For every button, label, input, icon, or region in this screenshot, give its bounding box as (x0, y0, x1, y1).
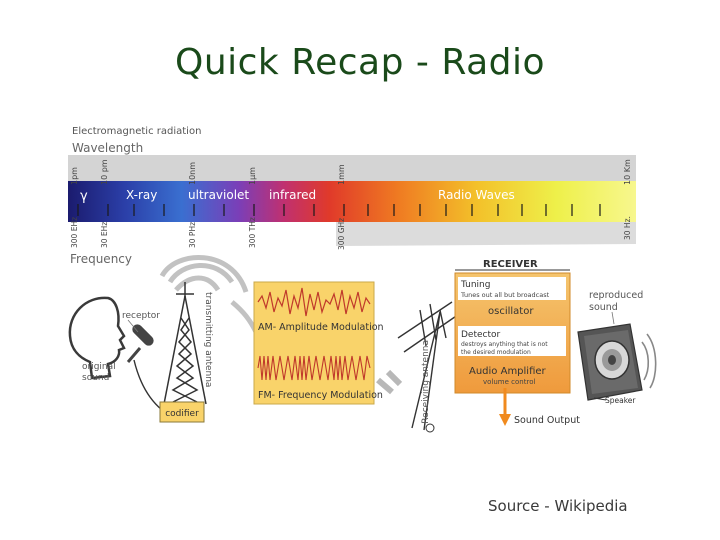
wavelength-tick: 1pm (70, 167, 79, 185)
wave-band (376, 369, 403, 395)
amplifier-label: Audio Amplifier (469, 366, 547, 377)
wavelength-tick: 10 pm (100, 159, 109, 185)
sound-output-arrow-icon (499, 388, 511, 426)
wavelength-tick: 10nm (188, 162, 197, 185)
frequency-label: Frequency (70, 252, 132, 266)
speaker-label: Speaker (605, 396, 636, 405)
am-wave (257, 287, 371, 317)
cable (133, 359, 163, 411)
codifier-box (159, 401, 205, 423)
codifier-label: codifier (165, 409, 199, 419)
tuning-box (458, 277, 566, 300)
frequency-tick: 30 EHz (100, 222, 109, 248)
detector-sub: destroys anything that is not (461, 341, 548, 348)
antenna-base (425, 423, 435, 433)
slide-title: Quick Recap - Radio (174, 42, 546, 83)
reproduced-sound-label: sound (589, 302, 618, 313)
spectrum-tick-marks (77, 204, 601, 216)
receiving-antenna-icon (397, 301, 463, 431)
receiving-antenna-label: Receiving antenna (421, 340, 431, 424)
tuning-label: Tuning (460, 280, 490, 290)
sound-waves-icon (641, 333, 657, 389)
original-sound-label: sound (82, 373, 109, 383)
sound-output-label: Sound Output (514, 415, 580, 426)
wavelength-tick: 1µm (248, 167, 257, 185)
detector-sub: the desired modulation (461, 349, 531, 356)
frequency-tick: 30 PHz (188, 222, 197, 248)
receptor-label: receptor (122, 311, 160, 321)
spectrum-heading: Electromagnetic radiation (72, 126, 201, 137)
detector-box (458, 326, 566, 356)
band-label-radio-waves: Radio Waves (438, 188, 515, 202)
band-label-infrared: infrared (269, 188, 316, 202)
detector-label: Detector (461, 330, 501, 340)
am-label: AM- Amplitude Modulation (258, 322, 384, 333)
spectrum-gray-bottom (336, 222, 636, 246)
band-label-xray: X-ray (126, 188, 157, 202)
band-label-ultraviolet: ultraviolet (188, 188, 249, 202)
fm-wave (257, 355, 371, 381)
microphone-icon (126, 324, 154, 363)
wavelength-label: Wavelength (72, 141, 143, 155)
oscillator-label: oscillator (488, 306, 534, 317)
source-caption: Source - Wikipedia (488, 497, 628, 515)
reproduced-sound-label: reproduced (589, 290, 643, 301)
frequency-tick: 300 EHz (70, 217, 79, 248)
transmitting-antenna-label: transmitting antenna (203, 292, 213, 387)
broadcast-waves-icon (159, 255, 259, 334)
frequency-tick: 300 THz (248, 217, 257, 248)
frequency-tick: 30 Hz. (623, 216, 632, 240)
speaker-icon (577, 323, 643, 401)
wavelength-tick: 10 Km (623, 159, 632, 185)
wavelength-tick: 1mm (337, 164, 346, 185)
spectrum-color-band (68, 181, 636, 222)
band-label-gamma: γ (80, 189, 88, 204)
fm-label: FM- Frequency Modulation (258, 390, 383, 401)
transmitting-tower-icon (163, 282, 207, 405)
receiver-heading: RECEIVER (483, 259, 538, 270)
amplifier-sub: volume control (483, 378, 535, 386)
frequency-tick: 300 GHz (337, 218, 346, 250)
person-head-icon (68, 296, 126, 380)
modulation-panel (253, 281, 375, 405)
original-sound-label: original (82, 362, 116, 372)
tuning-sub: Tunes out all but broadcast (460, 291, 550, 299)
